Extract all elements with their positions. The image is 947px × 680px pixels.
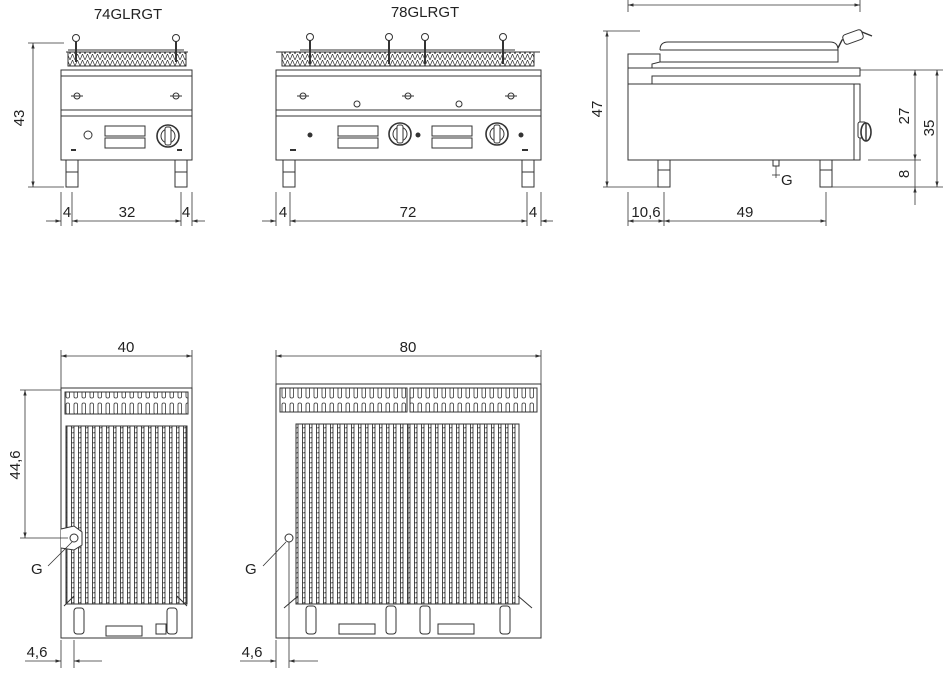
dimension-depth: 49 [737, 204, 754, 221]
dimension-inner-width: 72 [400, 204, 417, 221]
dimension-leg-left: 4 [63, 204, 71, 221]
dimension-body-height: 27 [896, 108, 913, 125]
dimension-leg-right: 4 [529, 204, 537, 221]
dimension-inner-width: 32 [119, 204, 136, 221]
grate-handle-icon [68, 34, 184, 62]
dimension-depth: 44,6 [7, 450, 24, 479]
grate-top [281, 51, 535, 67]
grate-handle-icon [63, 595, 188, 635]
ignition-button-icon [83, 130, 93, 140]
grate-handle-icon [842, 29, 864, 45]
dimension-gas-offset: 4,6 [242, 644, 263, 661]
top-view-small: 40 G 44,6 4,6 [7, 339, 193, 668]
front-view-74glrgt: 74GLRGT [11, 6, 205, 226]
top-view-large: 80 G 4,6 [240, 339, 542, 668]
leg-icon [65, 159, 188, 188]
air-slot-row [279, 387, 408, 413]
appliance-body [60, 69, 193, 161]
gas-knob-icon [156, 124, 180, 148]
dimension-leg-right: 4 [182, 204, 190, 221]
dimension-leg-height: 8 [896, 170, 913, 178]
appliance-outline [275, 383, 542, 639]
dimension-offset: 10,6 [631, 204, 660, 221]
control-label-plate [104, 125, 146, 137]
drip-tray [338, 623, 376, 635]
dimension-total-height: 47 [589, 101, 606, 118]
grate-profile [627, 53, 661, 69]
grate-handle-icon [300, 33, 515, 64]
grate-top [67, 51, 187, 67]
gas-connection-icon [284, 533, 294, 543]
lava-stone-grate [65, 425, 188, 605]
gas-knob-icon [388, 122, 412, 146]
appliance-body [627, 83, 861, 161]
gas-connection-label: G [31, 561, 43, 578]
gas-knob-icon [857, 121, 872, 142]
front-view-78glrgt: 78GLRGT [262, 4, 553, 226]
gas-connection-icon [772, 159, 780, 178]
drip-tray [437, 623, 475, 635]
gas-connection-label: G [781, 172, 793, 189]
dimension-gas-offset: 4,6 [27, 644, 48, 661]
dimension-width: 80 [400, 339, 417, 356]
gas-connection-icon [60, 525, 83, 551]
control-label-plate [431, 125, 473, 137]
dimension-width: 40 [118, 339, 135, 356]
dimension-leg-left: 4 [279, 204, 287, 221]
grate-handle-icon [283, 595, 533, 635]
dimension-height-to-top: 35 [921, 120, 938, 137]
leg-icon [282, 159, 535, 188]
air-slot-row [409, 387, 538, 413]
side-view: G 47 27 35 8 10,6 49 [589, 0, 943, 226]
dimension-height: 43 [11, 110, 28, 127]
model-label-74glrgt: 74GLRGT [94, 6, 162, 23]
model-label-78glrgt: 78GLRGT [391, 4, 459, 21]
gas-knob-icon [485, 122, 509, 146]
appliance-body [275, 69, 542, 161]
leg-icon [657, 159, 833, 188]
drip-tray [105, 625, 143, 637]
air-slot-row [64, 391, 189, 415]
gas-connection-label: G [245, 561, 257, 578]
control-label-plate [337, 125, 379, 137]
appliance-outline [60, 387, 193, 639]
